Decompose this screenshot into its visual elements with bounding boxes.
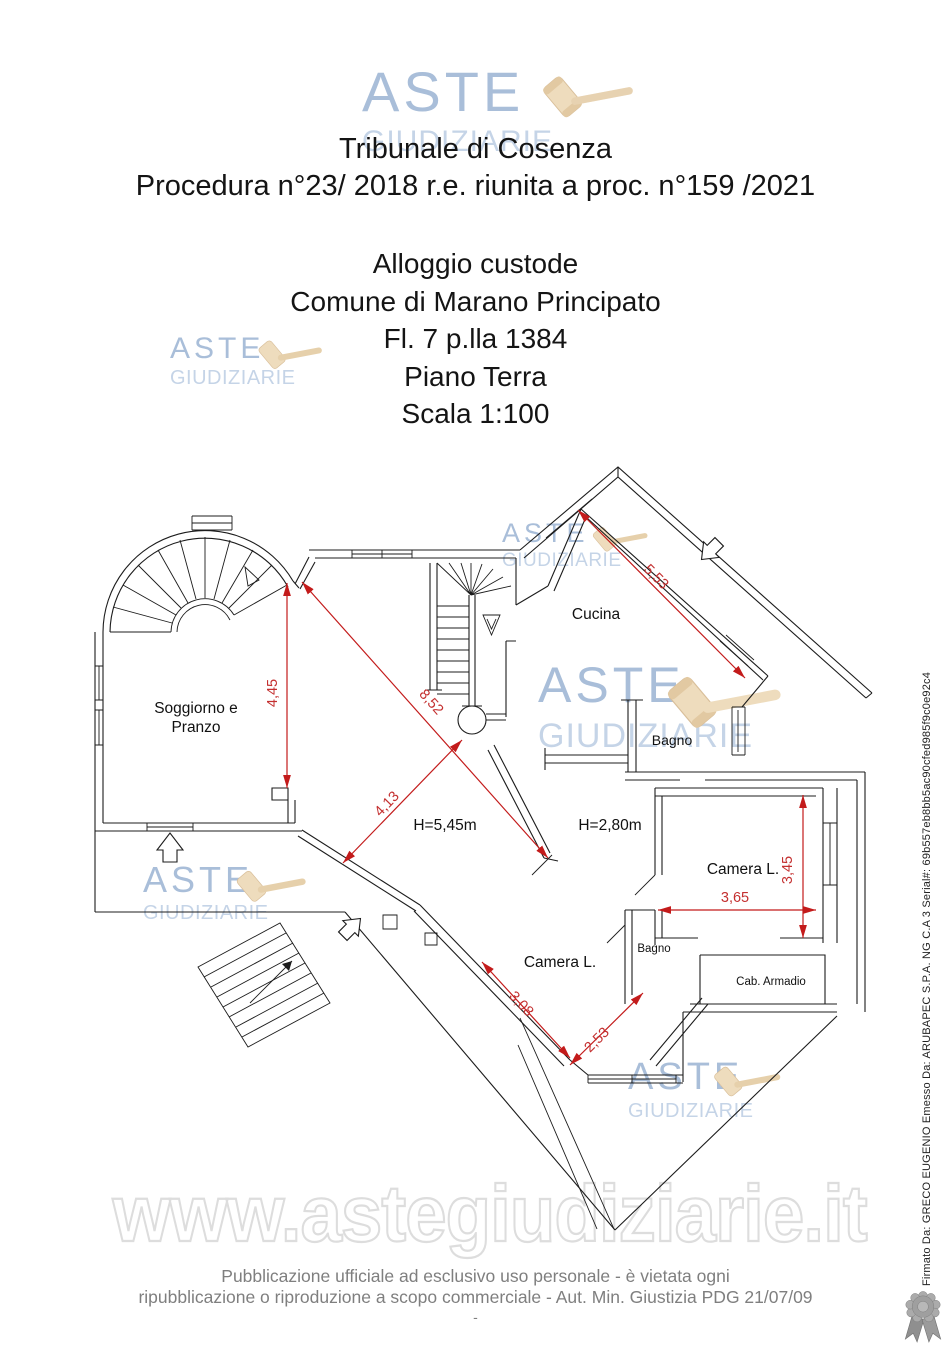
height-label-living: H=5,45m <box>413 817 476 834</box>
height-label-night: H=2,80m <box>578 817 641 834</box>
procedure-title: Procedura n°23/ 2018 r.e. riunita a proc… <box>135 170 816 202</box>
watermark-word-giudiziarie: GIUDIZIARIE <box>170 367 296 389</box>
external-stair-and-ramp <box>197 911 838 1231</box>
dimension-soggiorno-wall: 4,45 <box>265 679 281 707</box>
watermark-word-aste: ASTE <box>143 859 254 900</box>
dimension-diagonal-short: 4,13 <box>372 789 403 820</box>
property-subtitle: Alloggio custode Comune di Marano Princi… <box>0 245 951 433</box>
footer-line-1: Pubblicazione ufficiale ad esclusivo uso… <box>221 1266 730 1286</box>
north-wall <box>292 549 520 590</box>
room-label-bagno-small: Bagno <box>637 943 670 955</box>
room-label-cucina: Cucina <box>572 606 621 623</box>
footer: Pubblicazione ufficiale ad esclusivo uso… <box>0 1266 951 1326</box>
subtitle-line-comune: Comune di Marano Principato <box>290 285 661 317</box>
subtitle-line-alloggio: Alloggio custode <box>372 248 579 279</box>
watermark-word-aste: ASTE <box>170 332 265 365</box>
watermark-word-giudiziarie: GIUDIZIARIE <box>628 1100 754 1122</box>
room-label-camera-bottom: Camera L. <box>524 954 596 971</box>
gavel-icon <box>667 676 781 728</box>
room-label-camera-right: Camera L. <box>707 861 779 878</box>
dimension-camera-depth: 3,45 <box>780 856 796 884</box>
watermark-word-aste: ASTE <box>362 60 525 123</box>
watermark-word-giudiziarie: GIUDIZIARIE <box>538 717 754 755</box>
watermark-logo-left-upper: ASTE GIUDIZIARIE <box>170 332 322 389</box>
right-wing-walls <box>544 699 866 1013</box>
watermark-word-giudiziarie: GIUDIZIARIE <box>362 125 554 158</box>
dimension-lines <box>283 509 816 1066</box>
entrance-arrow-icon <box>155 832 185 863</box>
watermark-word-giudiziarie: GIUDIZIARIE <box>143 902 269 924</box>
footer-line-2: ripubblicazione o riproduzione a scopo c… <box>138 1287 813 1307</box>
subtitle-line-catasto: Fl. 7 p.lla 1384 <box>383 323 568 354</box>
ramp-arrow-icon <box>337 917 362 942</box>
column <box>457 705 487 735</box>
dimension-camera2-wall-b: 2,53 <box>582 1025 613 1056</box>
gavel-icon <box>236 870 306 902</box>
digital-signature-text: Firmato Da: GRECO EUGENIO Emesso Da: ARU… <box>921 671 933 1286</box>
subtitle-line-scala: Scala 1:100 <box>401 398 550 429</box>
gavel-icon <box>258 340 322 369</box>
bottom-camera-walls <box>297 744 709 1084</box>
gavel-icon <box>543 76 633 118</box>
signature-seal-icon <box>904 1291 942 1343</box>
dimension-diagonal-long: 8,52 <box>416 686 447 718</box>
room-label-soggiorno-2: Pranzo <box>171 719 220 736</box>
dimension-camera-width: 3,65 <box>721 890 749 906</box>
floor-plan: 5,53 4,45 8,52 4,13 3,65 3,45 3,08 2,53 … <box>94 466 873 1231</box>
room-label-soggiorno-1: Soggiorno e <box>154 700 238 717</box>
watermark-logo-top: ASTE GIUDIZIARIE <box>362 60 633 158</box>
court-title: Tribunale di Cosenza <box>339 133 612 165</box>
watermark-logo-bottom: ASTE GIUDIZIARIE <box>628 1058 781 1122</box>
spiral-staircase <box>102 515 294 633</box>
watermark-logo-left-lower: ASTE GIUDIZIARIE <box>143 859 306 924</box>
soggiorno-walls <box>94 632 345 913</box>
room-label-cab-armadio: Cab. Armadio <box>736 976 806 988</box>
site-url-watermark: www.astegiudiziarie.it <box>112 1168 869 1259</box>
room-label-bagno-top: Bagno <box>652 732 693 748</box>
subtitle-line-piano: Piano Terra <box>404 360 547 392</box>
footer-dash: - <box>473 1309 478 1325</box>
